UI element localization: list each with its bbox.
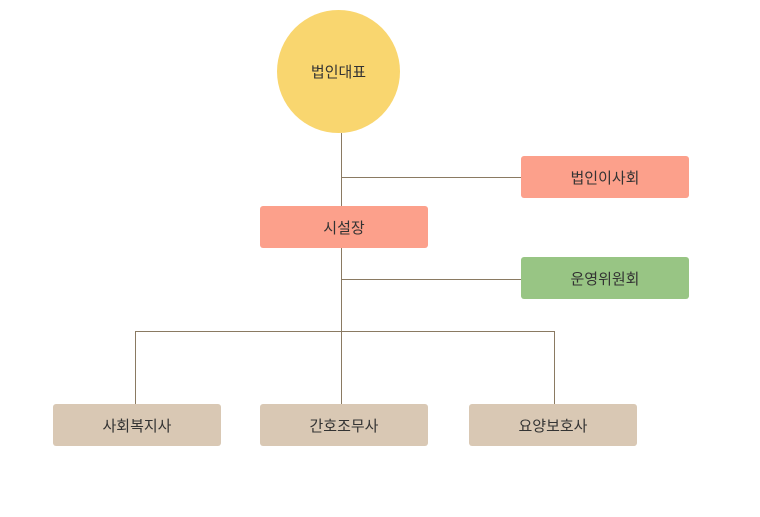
connector-staff-left xyxy=(135,331,136,404)
node-committee: 운영위원회 xyxy=(521,257,689,299)
connector-main-vertical xyxy=(341,133,342,404)
connector-staff-horizontal xyxy=(135,331,555,332)
node-label: 운영위원회 xyxy=(570,269,640,288)
connector-staff-right xyxy=(554,331,555,404)
node-caregiver: 요양보호사 xyxy=(469,404,637,446)
node-label: 요양보호사 xyxy=(518,416,588,435)
node-label: 법인대표 xyxy=(310,63,367,81)
connector-board xyxy=(341,177,521,178)
node-label: 시설장 xyxy=(323,218,365,237)
connector-committee xyxy=(341,279,521,280)
node-board: 법인이사회 xyxy=(521,156,689,198)
node-representative: 법인대표 xyxy=(277,10,400,133)
node-social-worker: 사회복지사 xyxy=(53,404,221,446)
node-label: 사회복지사 xyxy=(102,416,172,435)
node-label: 법인이사회 xyxy=(570,168,640,187)
node-label: 간호조무사 xyxy=(309,416,379,435)
node-director: 시설장 xyxy=(260,206,428,248)
node-nurse-aide: 간호조무사 xyxy=(260,404,428,446)
